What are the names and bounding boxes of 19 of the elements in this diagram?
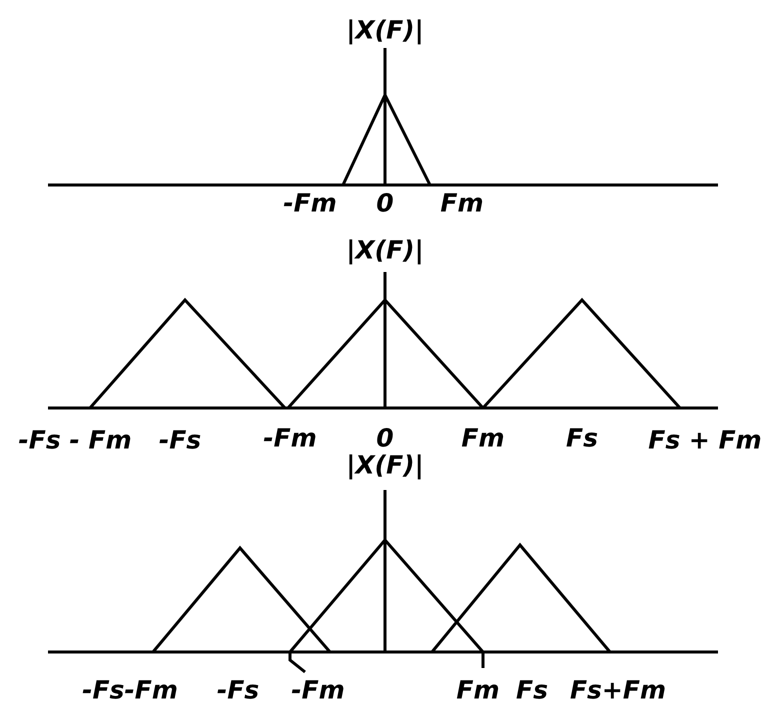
tick-label: 0 — [376, 190, 394, 216]
axis-label: |X(F)| — [346, 238, 424, 262]
axis-label: |X(F)| — [346, 452, 424, 478]
tick-label: -Fm — [291, 678, 345, 702]
tick-label: -Fs-Fm — [82, 678, 178, 702]
tick-label: -Fm — [263, 426, 317, 450]
tick-label: -Fs — [158, 428, 202, 452]
axis-label: |X(F)| — [346, 18, 424, 42]
tick-label: -Fs - Fm — [18, 428, 132, 452]
tick-label: Fs+Fm — [570, 678, 666, 702]
tick-label: -Fs — [216, 678, 260, 702]
tick-label: Fm — [440, 190, 484, 216]
tick-label: Fs — [566, 426, 598, 450]
tick-label: Fs — [516, 678, 548, 702]
tick-label: Fm — [456, 678, 500, 702]
tick-label: -Fm — [283, 190, 337, 216]
tick-label: Fm — [461, 426, 505, 450]
tick-label: Fs + Fm — [648, 428, 762, 452]
tick-label: 0 — [376, 426, 394, 450]
